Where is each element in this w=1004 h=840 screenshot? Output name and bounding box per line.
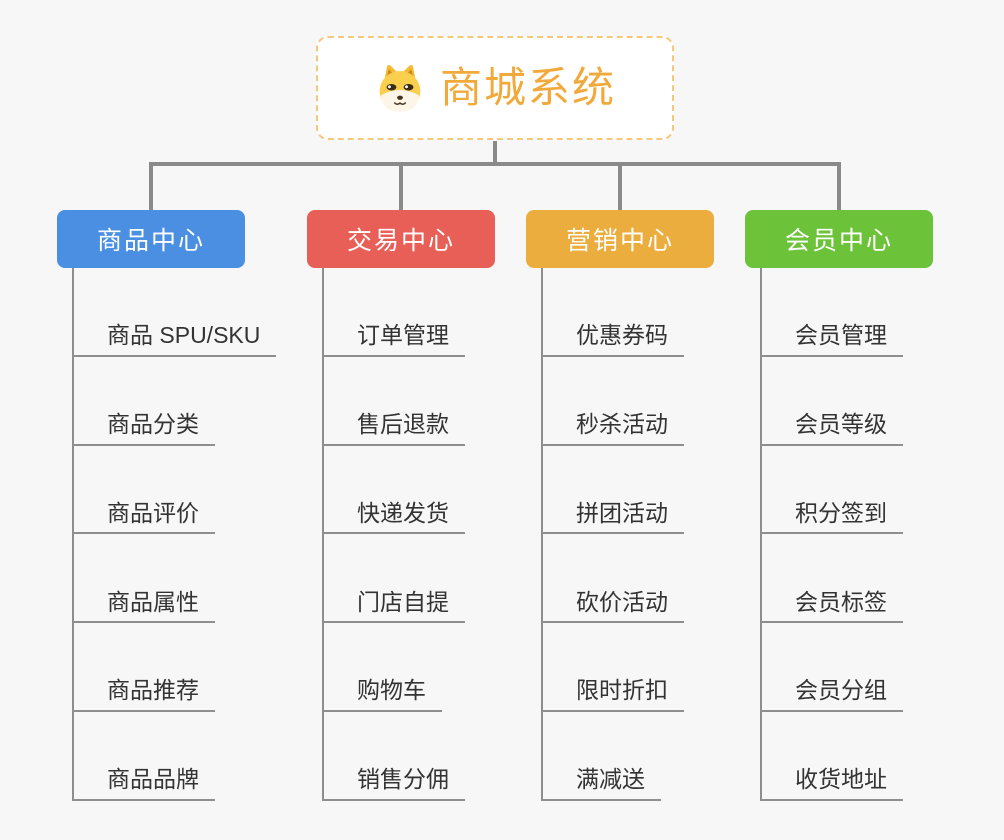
- root-title: 商城系统: [439, 64, 616, 111]
- branch-header-3[interactable]: 会员中心: [745, 162, 933, 268]
- leaf-row: 门店自提: [324, 534, 495, 624]
- leaf-item[interactable]: 限时折扣: [543, 677, 684, 712]
- branch-children-3: 会员管理会员等级积分签到会员标签会员分组收货地址: [760, 268, 933, 801]
- branch-column-3: 会员中心会员管理会员等级积分签到会员标签会员分组收货地址: [745, 162, 933, 801]
- leaf-row: 商品属性: [74, 534, 245, 624]
- leaf-row: 砍价活动: [543, 534, 714, 624]
- leaf-item[interactable]: 会员标签: [762, 589, 903, 624]
- leaf-item[interactable]: 会员分组: [762, 677, 903, 712]
- leaf-row: 优惠券码: [543, 268, 714, 357]
- leaf-row: 会员标签: [762, 534, 933, 624]
- leaf-row: 售后退款: [324, 357, 495, 446]
- leaf-row: 商品 SPU/SKU: [74, 268, 277, 357]
- root-stem-connector: [493, 141, 497, 163]
- leaf-item[interactable]: 会员等级: [762, 411, 903, 446]
- leaf-item[interactable]: 销售分佣: [324, 766, 465, 801]
- leaf-row: 订单管理: [324, 268, 495, 357]
- leaf-item[interactable]: 商品 SPU/SKU: [74, 322, 277, 357]
- leaf-row: 商品品牌: [74, 712, 245, 801]
- leaf-row: 拼团活动: [543, 446, 714, 535]
- branch-column-0: 商品中心商品 SPU/SKU 商品分类商品评价商品属性商品推荐商品品牌: [57, 162, 277, 801]
- leaf-item[interactable]: 售后退款: [324, 411, 465, 446]
- branch-header-0[interactable]: 商品中心: [57, 162, 245, 268]
- leaf-row: 会员等级: [762, 357, 933, 446]
- leaf-item[interactable]: 门店自提: [324, 589, 465, 624]
- leaf-item[interactable]: 优惠券码: [543, 322, 684, 357]
- leaf-row: 收货地址: [762, 712, 933, 801]
- leaf-item[interactable]: 商品评价: [74, 500, 215, 535]
- root-node[interactable]: 商城系统: [316, 36, 674, 140]
- branch-rail-connector: [149, 162, 839, 166]
- branch-header-1[interactable]: 交易中心: [307, 162, 495, 268]
- leaf-item[interactable]: 秒杀活动: [543, 411, 684, 446]
- leaf-item[interactable]: 拼团活动: [543, 500, 684, 535]
- leaf-row: 购物车: [324, 623, 495, 712]
- leaf-row: 快递发货: [324, 446, 495, 535]
- leaf-row: 满减送: [543, 712, 714, 801]
- leaf-item[interactable]: 商品推荐: [74, 677, 215, 712]
- branch-header-2[interactable]: 营销中心: [526, 162, 714, 268]
- leaf-row: 商品推荐: [74, 623, 245, 712]
- leaf-row: 会员分组: [762, 623, 933, 712]
- leaf-item[interactable]: 快递发货: [324, 500, 465, 535]
- leaf-row: 商品评价: [74, 446, 245, 535]
- leaf-row: 限时折扣: [543, 623, 714, 712]
- dog-face-icon: [379, 65, 421, 112]
- leaf-item[interactable]: 购物车: [324, 677, 442, 712]
- leaf-row: 积分签到: [762, 446, 933, 535]
- leaf-item[interactable]: 收货地址: [762, 766, 903, 801]
- leaf-row: 商品分类: [74, 357, 245, 446]
- leaf-row: 会员管理: [762, 268, 933, 357]
- branch-children-0: 商品 SPU/SKU 商品分类商品评价商品属性商品推荐商品品牌: [72, 268, 277, 801]
- leaf-row: 秒杀活动: [543, 357, 714, 446]
- leaf-item[interactable]: 商品品牌: [74, 766, 215, 801]
- branch-column-1: 交易中心订单管理售后退款快递发货门店自提购物车销售分佣: [307, 162, 495, 801]
- leaf-item[interactable]: 满减送: [543, 766, 661, 801]
- leaf-item[interactable]: 砍价活动: [543, 589, 684, 624]
- branch-children-1: 订单管理售后退款快递发货门店自提购物车销售分佣: [322, 268, 495, 801]
- leaf-row: 销售分佣: [324, 712, 495, 801]
- leaf-item[interactable]: 积分签到: [762, 500, 903, 535]
- leaf-item[interactable]: 订单管理: [324, 322, 465, 357]
- branch-column-2: 营销中心优惠券码秒杀活动拼团活动砍价活动限时折扣满减送: [526, 162, 714, 801]
- leaf-item[interactable]: 会员管理: [762, 322, 903, 357]
- branch-children-2: 优惠券码秒杀活动拼团活动砍价活动限时折扣满减送: [541, 268, 714, 801]
- leaf-item[interactable]: 商品属性: [74, 589, 215, 624]
- leaf-item[interactable]: 商品分类: [74, 411, 215, 446]
